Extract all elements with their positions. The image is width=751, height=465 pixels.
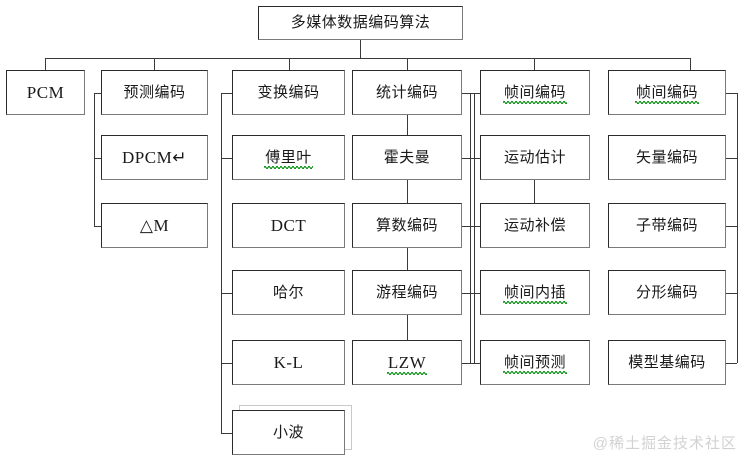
connector-col5-tick-header — [470, 93, 480, 94]
root-node-label: 多媒体数据编码算法 — [290, 14, 431, 31]
node-col6-child-2[interactable]: 子带编码 — [608, 203, 726, 248]
node-col3-header-label: 变换编码 — [257, 83, 320, 101]
node-col4-child-3-label: 游程编码 — [375, 283, 438, 301]
node-col5-child-1[interactable]: 运动估计 — [480, 135, 590, 180]
node-col4-child-3[interactable]: 游程编码 — [352, 270, 462, 315]
connector-col6-tick-2 — [726, 226, 737, 227]
node-col4-child-4[interactable]: LZW — [352, 340, 462, 385]
node-col6-child-2-label: 子带编码 — [635, 216, 698, 234]
connector-col4-stub-3 — [407, 248, 408, 270]
node-col3-child-3-label: 哈尔 — [272, 283, 304, 301]
node-col5-child-3-label: 帧间内插 — [502, 283, 568, 304]
connector-drop-col4 — [407, 58, 408, 70]
node-col1-header-label: PCM — [26, 82, 65, 102]
connector-col2-tick-2 — [94, 226, 101, 227]
connector-col5-spine — [470, 93, 471, 363]
node-col5-child-4-label: 帧间预测 — [502, 353, 568, 374]
node-col6-child-4-label: 模型基编码 — [628, 353, 706, 371]
connector-col3-tick-3 — [221, 293, 232, 294]
connector-col6-tick-header — [726, 93, 737, 94]
connector-col4-tick-1 — [462, 158, 474, 159]
node-col4-header-label: 统计编码 — [375, 83, 438, 101]
connector-col6-tick-3 — [726, 293, 737, 294]
node-col5-child-2-label: 运动补偿 — [503, 216, 566, 234]
node-col2-child-2-label: △M — [139, 215, 170, 235]
connector-drop-col3 — [289, 58, 290, 70]
connector-col6-tick-1 — [726, 158, 737, 159]
connector-col4-tick-2 — [462, 226, 474, 227]
connector-col6-tick-4 — [726, 363, 737, 364]
node-col6-header-label: 帧间编码 — [634, 83, 700, 104]
node-col3-child-1[interactable]: 傅里叶 — [232, 135, 345, 180]
node-col6-header[interactable]: 帧间编码 — [608, 70, 726, 115]
node-col5-child-2[interactable]: 运动补偿 — [480, 203, 590, 248]
node-col6-child-1-label: 矢量编码 — [635, 148, 698, 166]
connector-root-drop — [360, 40, 361, 58]
node-col5-child-4[interactable]: 帧间预测 — [480, 340, 590, 385]
connector-col5-stub-2 — [534, 180, 535, 203]
node-col2-child-2[interactable]: △M — [101, 203, 208, 248]
root-node[interactable]: 多媒体数据编码算法 — [258, 6, 463, 40]
node-col3-child-2-label: DCT — [270, 215, 307, 235]
connector-col3-tick-4 — [221, 363, 232, 364]
connector-col4-tick-3 — [462, 293, 474, 294]
connector-col5-tick-3 — [470, 293, 480, 294]
connector-drop-col2 — [154, 58, 155, 70]
node-col3-child-5-label: 小波 — [272, 423, 304, 441]
node-col5-child-1-label: 运动估计 — [503, 148, 566, 166]
node-col3-child-1-label: 傅里叶 — [264, 148, 313, 169]
connector-main-bus — [45, 58, 690, 59]
node-col5-child-3[interactable]: 帧间内插 — [480, 270, 590, 315]
node-col3-child-2[interactable]: DCT — [232, 203, 345, 248]
connector-drop-col5 — [534, 58, 535, 70]
connector-col4-stub-2 — [407, 180, 408, 203]
connector-col3-tick-5 — [221, 433, 232, 434]
connector-col4-stub-1 — [407, 115, 408, 135]
node-col4-child-2[interactable]: 算数编码 — [352, 203, 462, 248]
connector-col3-tick-header — [221, 93, 232, 94]
node-col3-child-5[interactable]: 小波 — [232, 410, 345, 455]
node-col2-header[interactable]: 预测编码 — [101, 70, 208, 115]
connector-col4-tick-4 — [462, 363, 474, 364]
watermark: @稀土掘金技术社区 — [592, 435, 737, 452]
node-col4-child-1[interactable]: 霍夫曼 — [352, 135, 462, 180]
node-col6-child-4[interactable]: 模型基编码 — [608, 340, 726, 385]
node-col3-child-4[interactable]: K-L — [232, 340, 345, 385]
node-col1-header[interactable]: PCM — [6, 70, 85, 115]
node-col3-header[interactable]: 变换编码 — [232, 70, 345, 115]
connector-col3-tick-1 — [221, 158, 232, 159]
node-col2-child-1-label: DPCM↵ — [122, 147, 187, 167]
node-col6-child-3-label: 分形编码 — [635, 283, 698, 301]
connector-col4-stub-4 — [407, 315, 408, 340]
connector-col3-spine — [221, 93, 222, 433]
node-col5-header[interactable]: 帧间编码 — [480, 70, 590, 115]
node-col4-child-4-label: LZW — [386, 352, 428, 375]
node-col2-header-label: 预测编码 — [123, 83, 186, 101]
node-col3-child-3[interactable]: 哈尔 — [232, 270, 345, 315]
node-col4-child-1-label: 霍夫曼 — [383, 148, 431, 166]
connector-col4-tick-header — [462, 93, 474, 94]
node-col2-child-1[interactable]: DPCM↵ — [101, 135, 208, 180]
node-col3-child-4-label: K-L — [273, 352, 304, 372]
node-col6-child-3[interactable]: 分形编码 — [608, 270, 726, 315]
connector-drop-col1 — [45, 58, 46, 70]
node-col4-child-2-label: 算数编码 — [375, 216, 438, 234]
connector-col5-tick-4 — [470, 363, 480, 364]
connector-col4-spine — [474, 93, 475, 363]
connector-col2-tick-header — [94, 93, 101, 94]
connector-col5-tick-1 — [470, 158, 480, 159]
connector-col2-tick-1 — [94, 158, 101, 159]
connector-col2-spine — [94, 93, 95, 226]
node-col6-child-1[interactable]: 矢量编码 — [608, 135, 726, 180]
node-col5-header-label: 帧间编码 — [502, 83, 568, 104]
connector-col6-spine — [737, 93, 738, 363]
connector-drop-col6 — [690, 58, 691, 70]
connector-col5-tick-2 — [470, 226, 480, 227]
node-col4-header[interactable]: 统计编码 — [352, 70, 462, 115]
